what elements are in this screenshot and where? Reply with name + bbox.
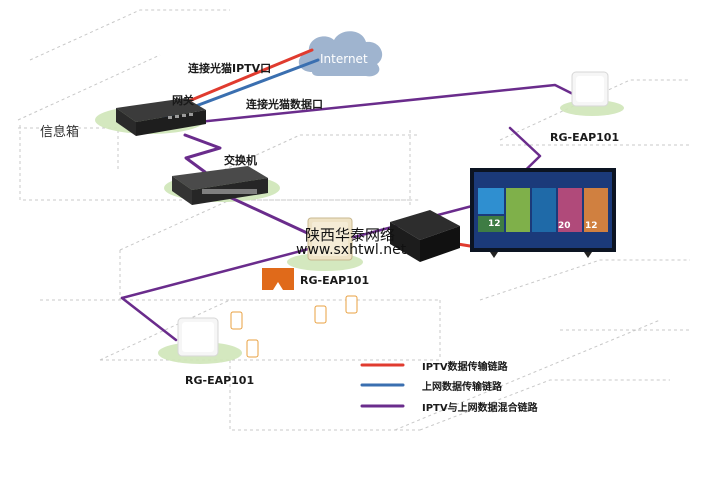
watermark-line1: 陕西华泰网络 xyxy=(305,226,396,244)
info-box-label: 信息箱 xyxy=(40,125,80,140)
gateway-device xyxy=(116,98,206,136)
phone-icons xyxy=(230,295,358,358)
iptv-port-label: 连接光猫IPTV口 xyxy=(188,62,272,75)
tv-device xyxy=(470,168,616,258)
legend-iptv-label: IPTV数据传输链路 xyxy=(422,362,508,373)
ap-device-top-right xyxy=(571,71,609,107)
ap-device-bottom-left xyxy=(177,317,219,357)
switch-label: 交换机 xyxy=(224,154,257,167)
mixed-link-ap-left xyxy=(120,296,178,342)
mixed-link-gateway-switch xyxy=(183,133,222,174)
internet-label: Internet xyxy=(320,52,368,66)
legend-data-label: 上网数据传输链路 xyxy=(422,382,502,393)
legend-swatches xyxy=(360,363,405,408)
ap-center-label: RG-EAP101 xyxy=(300,274,370,287)
tv-overlay-icon xyxy=(262,268,294,290)
data-port-label: 连接光猫数据口 xyxy=(246,98,323,111)
mixed-link-switch-ap xyxy=(223,193,320,240)
tv-tile-label-3: 12 xyxy=(585,221,598,231)
legend-mixed-label: IPTV与上网数据混合链路 xyxy=(422,403,538,414)
watermark-line2: www.sxhtwl.net xyxy=(296,242,407,258)
ap-device-center xyxy=(307,217,353,261)
switch-device xyxy=(172,166,268,205)
tv-tile-label-1: 12 xyxy=(488,219,501,229)
ap-top-right-label: RG-EAP101 xyxy=(550,131,620,144)
mixed-link-backbone xyxy=(158,83,587,128)
tv-tile-label-2: 20 xyxy=(558,221,571,231)
set-top-box xyxy=(390,210,460,262)
ap-bottom-left-label: RG-EAP101 xyxy=(185,374,255,387)
gateway-label: 网关 xyxy=(172,94,194,107)
internet-cloud-icon xyxy=(298,31,383,77)
